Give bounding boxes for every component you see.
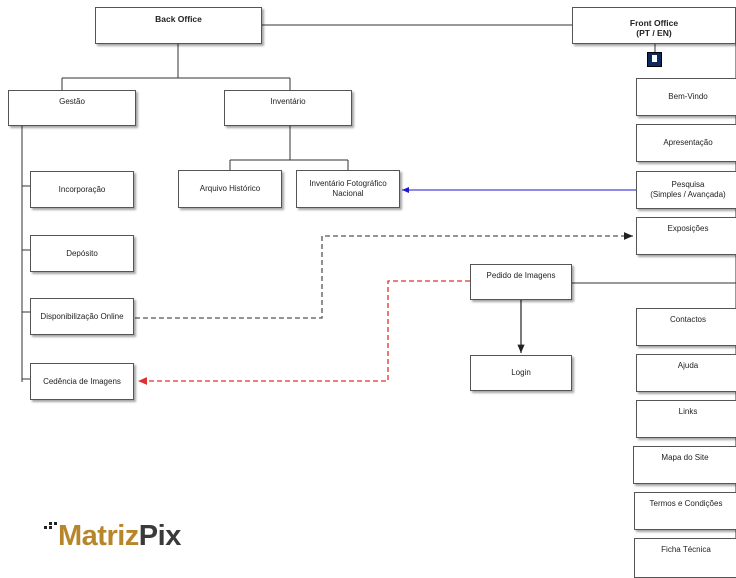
- node-exposicoes: Exposições: [636, 217, 736, 255]
- node-pedido: Pedido de Imagens: [470, 264, 572, 300]
- edge-disponibilizacao-exposicoes: [135, 232, 633, 319]
- node-apresentacao: Apresentação: [636, 124, 736, 162]
- node-bem-vindo: Bem-Vindo: [636, 78, 736, 116]
- node-mapa: Mapa do Site: [633, 446, 736, 484]
- node-ajuda: Ajuda: [636, 354, 736, 392]
- matrizpix-logo: MatrizPix: [44, 522, 181, 551]
- logo-text-matriz: Matriz: [58, 520, 139, 552]
- node-gestao: Gestão: [8, 90, 136, 126]
- node-deposito: Depósito: [30, 235, 134, 272]
- node-arquivo: Arquivo Histórico: [178, 170, 282, 208]
- node-pesquisa: Pesquisa (Simples / Avançada): [636, 171, 736, 209]
- node-front-office: Front Office (PT / EN): [572, 7, 736, 44]
- node-ficha: Ficha Técnica: [634, 538, 736, 578]
- document-icon: [647, 52, 662, 67]
- logo-dots-icon: [44, 522, 58, 542]
- edge-pedido-cedencia: [138, 280, 470, 385]
- node-disponibilizacao: Disponibilização Online: [30, 298, 134, 335]
- node-inventario-fotografico: Inventário Fotográfico Nacional: [296, 170, 400, 208]
- node-login: Login: [470, 355, 572, 391]
- node-incorporacao: Incorporação: [30, 171, 134, 208]
- node-cedencia: Cedência de Imagens: [30, 363, 134, 400]
- node-contactos: Contactos: [636, 308, 736, 346]
- node-links: Links: [636, 400, 736, 438]
- node-termos: Termos e Condições: [634, 492, 736, 530]
- logo-text-pix: Pix: [138, 520, 182, 552]
- node-inventario: Inventário: [224, 90, 352, 126]
- node-back-office: Back Office: [95, 7, 262, 44]
